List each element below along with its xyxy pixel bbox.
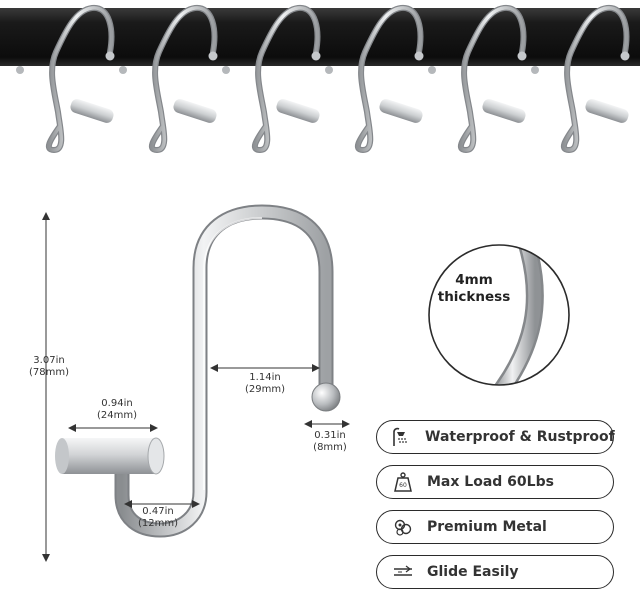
shower-icon [391, 425, 413, 449]
hanging-hook [457, 4, 527, 154]
ball-end [311, 382, 341, 412]
gap-in: 0.47in [142, 506, 174, 517]
thickness-text: 4mm thickness [436, 272, 512, 306]
hook-diagram [42, 204, 350, 562]
gap-label: 0.47in (12mm) [128, 506, 188, 530]
thickness-callout [428, 244, 570, 386]
ball-label: 0.31in (8mm) [302, 430, 358, 454]
bar-length-label: 0.94in (24mm) [84, 398, 150, 422]
hanging-hook [45, 4, 115, 154]
weight-icon-text: 60 [399, 482, 407, 489]
feature-max-load: 60 Max Load 60Lbs [376, 465, 614, 499]
ball-mm: (8mm) [313, 442, 347, 453]
hanging-hook [148, 4, 218, 154]
hook-body [114, 204, 334, 538]
bar-length-mm: (24mm) [96, 410, 137, 421]
height-in: 3.07in [33, 355, 65, 366]
opening-label: 1.14in (29mm) [232, 372, 298, 396]
ball-in: 0.31in [314, 430, 346, 441]
feature-glide-easily: Glide Easily [376, 555, 614, 589]
bar-length-in: 0.94in [101, 398, 133, 409]
hanging-hook [560, 4, 630, 154]
gap-mm: (12mm) [137, 518, 178, 529]
rod-with-hooks-photo [0, 4, 640, 154]
thickness-value: 4mm [455, 272, 493, 288]
feature-glide-easily-label: Glide Easily [427, 564, 519, 580]
opening-mm: (29mm) [244, 384, 285, 395]
feature-premium-metal: Premium Metal [376, 510, 614, 544]
cylinder-bar [55, 437, 165, 475]
height-mm: (78mm) [28, 367, 69, 378]
feature-max-load-label: Max Load 60Lbs [427, 474, 554, 490]
feature-premium-metal-label: Premium Metal [427, 519, 547, 535]
hanging-hook [354, 4, 424, 154]
hooks-row [16, 4, 630, 154]
height-label: 3.07in (78mm) [20, 355, 78, 379]
hanging-hook [251, 4, 321, 154]
feature-waterproof-label: Waterproof & Rustproof [425, 429, 615, 445]
glide-icon [391, 560, 415, 584]
weight-icon: 60 [391, 470, 415, 494]
opening-in: 1.14in [249, 372, 281, 383]
feature-waterproof: Waterproof & Rustproof [376, 420, 615, 454]
thickness-word: thickness [437, 289, 511, 305]
metal-icon [391, 515, 415, 539]
